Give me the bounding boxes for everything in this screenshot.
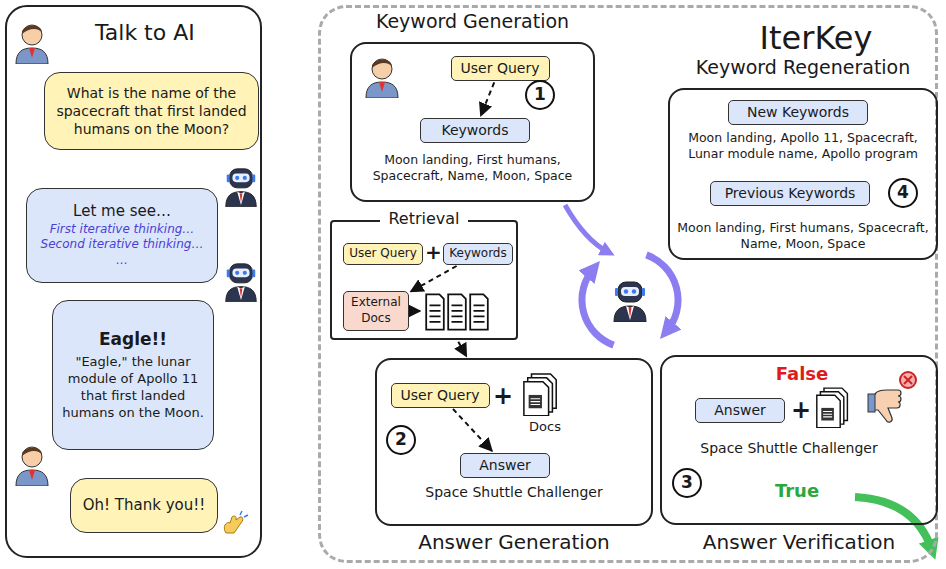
node-text: Answer <box>704 401 776 419</box>
docs-store: External Docs <box>343 291 409 331</box>
answer-box: Answer <box>460 453 550 478</box>
answer-box: Answer <box>695 398 785 423</box>
callout-number: 2 <box>386 425 416 455</box>
node-text: Talk to AI <box>95 19 255 47</box>
keyword-box: Keywords <box>443 243 513 265</box>
node-subtext: True <box>742 480 852 503</box>
user-bubble: What is the name of the spacecraft that … <box>44 72 259 150</box>
node-text: Oh! Thank you!! <box>79 496 209 516</box>
icon-label: Docs <box>520 418 570 436</box>
node-subtext: Moon landing, Apollo 11, Spacecraft, Lun… <box>675 130 931 161</box>
node-subtext: Moon landing, First humans, Spacecraft, … <box>675 220 931 251</box>
query-box: User Query <box>343 243 423 265</box>
node-text: External Docs <box>348 295 404 326</box>
keyword-box: New Keywords <box>728 100 868 125</box>
user-bubble: Oh! Thank you!! <box>70 478 218 533</box>
ai-bubble: Eagle!! "Eagle," the lunar module of Apol… <box>52 300 214 450</box>
flow-arrow <box>453 409 492 451</box>
flow-arrow <box>481 82 494 115</box>
node-subtext: … <box>35 253 209 269</box>
flow-arrow <box>458 342 466 357</box>
node-subtext: Moon landing, First humans, Spacecraft, … <box>356 152 589 183</box>
plus-sign: + <box>492 382 514 410</box>
node-text: IterKey <box>721 18 911 58</box>
node-text: Keywords <box>448 246 508 262</box>
plus-sign: + <box>790 396 812 424</box>
stage-box: Keyword RegenerationMoon landing, Apollo… <box>668 88 938 260</box>
chat-panel: Talk to AI What is the name of the spacec… <box>5 5 262 558</box>
ai-bubble: Let me see…First iterative thinking…Seco… <box>26 188 218 283</box>
flow-arrow <box>411 266 457 292</box>
node-text: Eagle!! <box>61 328 205 350</box>
callout-number: 3 <box>672 468 702 498</box>
node-text: Let me see… <box>35 202 209 222</box>
node-text: Keywords <box>429 121 521 139</box>
node-subtext: Space Shuttle Challenger <box>395 484 633 502</box>
retrieval-box: RetrievalUser QueryKeywordsExternal Docs <box>330 220 518 340</box>
plus-sign: + <box>425 240 441 264</box>
stage-box: Keyword GenerationMoon landing, First hu… <box>350 42 595 202</box>
node-text: User Query <box>460 59 541 77</box>
node-text: Answer Verification <box>660 530 938 555</box>
node-subtext: First iterative thinking… <box>35 222 209 238</box>
node-subtext: False <box>747 363 857 386</box>
keyword-box: Keywords <box>420 118 530 143</box>
node-text: Keyword Regeneration <box>668 56 938 80</box>
node-subtext: Second iterative thinking… <box>35 237 209 253</box>
node-text: User Query <box>348 246 418 262</box>
query-box: User Query <box>391 383 490 408</box>
keyword-box: Previous Keywords <box>710 181 870 206</box>
node-text: Answer <box>469 456 541 474</box>
stage-box: Answer VerificationFalseSpace Shuttle Ch… <box>660 355 938 525</box>
callout-number: 4 <box>888 178 918 208</box>
node-text: User Query <box>400 386 481 404</box>
node-text: New Keywords <box>737 103 859 121</box>
node-text: Previous Keywords <box>719 184 861 202</box>
stage-box: Answer GenerationSpace Shuttle Challenge… <box>375 358 653 526</box>
node-subtext: "Eagle," the lunar module of Apollo 11 t… <box>61 354 205 422</box>
node-text: Answer Generation <box>375 530 653 555</box>
node-subtext: Space Shuttle Challenger <box>684 440 894 458</box>
method-region: IterKeyKeyword GenerationMoon landing, F… <box>318 5 938 563</box>
node-text: Retrieval <box>380 209 468 229</box>
callout-number: 1 <box>525 80 555 110</box>
node-text: Keyword Generation <box>350 10 595 34</box>
query-box: User Query <box>451 56 550 81</box>
node-text: What is the name of the spacecraft that … <box>53 84 250 139</box>
